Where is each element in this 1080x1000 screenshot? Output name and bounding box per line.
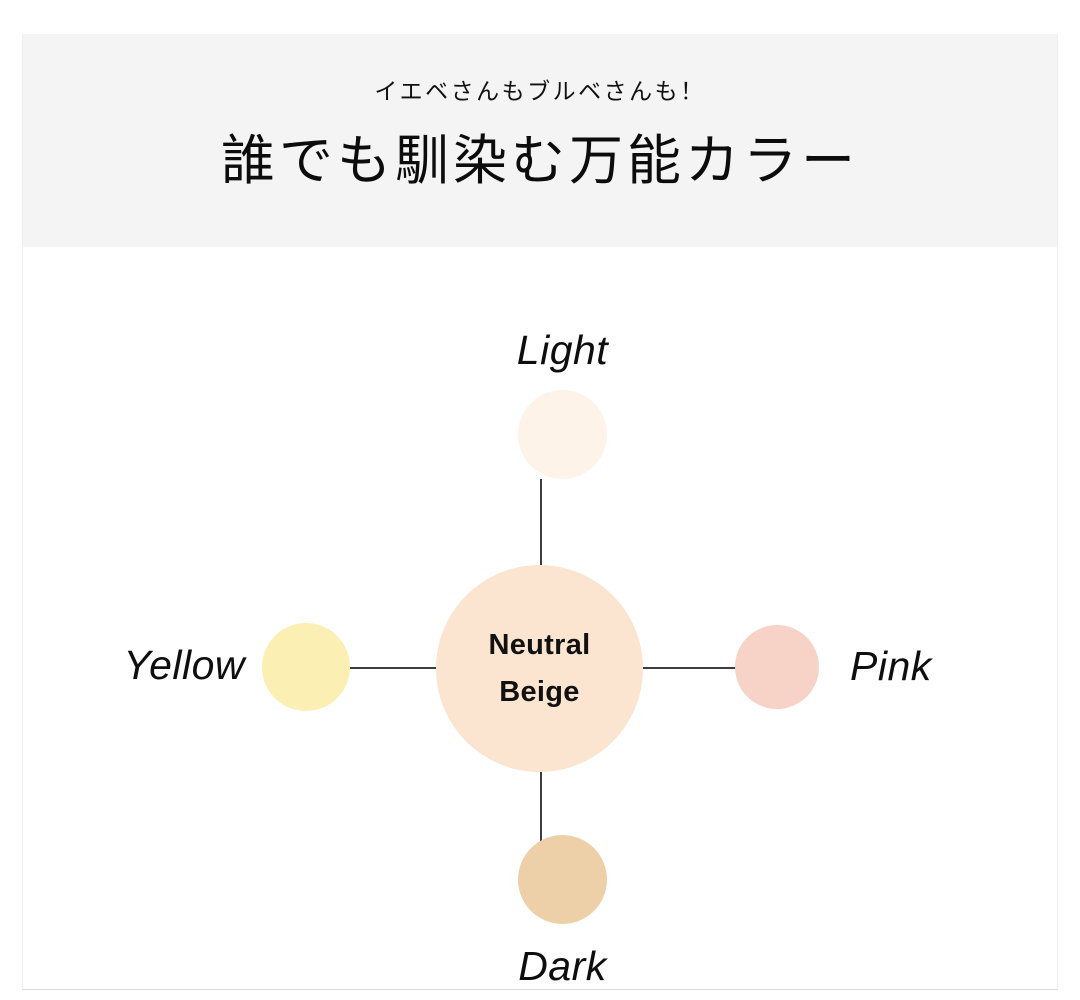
node-circle-dark [518,835,607,924]
connector-line-bottom [540,759,542,849]
node-circle-yellow [262,623,350,711]
node-label-yellow: Yellow [123,642,245,688]
color-chart-card: イエベさんもブルベさんも！ 誰でも馴染む万能カラー Neutral Beige … [22,34,1058,990]
header-eyebrow-text: イエベさんもブルベさんも！ [374,78,706,104]
connector-line-left [344,667,440,669]
node-circle-light [518,390,607,479]
center-node-label-line1: Neutral [488,628,591,661]
connector-line-top [540,479,542,569]
card-header: イエベさんもブルベさんも！ 誰でも馴染む万能カラー [23,34,1057,247]
header-headline-text: 誰でも馴染む万能カラー [221,131,859,192]
node-circle-pink [735,625,819,709]
node-label-dark: Dark [518,943,607,989]
node-label-pink: Pink [850,643,932,689]
connector-line-right [640,667,736,669]
center-node-label-line2: Beige [499,675,580,708]
node-label-light: Light [516,327,609,373]
diagram-stage: Neutral Beige Light Pink Dark Yellow [23,247,1057,989]
node-circle-neutral-beige: Neutral Beige [436,565,643,772]
radial-color-diagram: Neutral Beige Light Pink Dark Yellow [23,247,1057,989]
